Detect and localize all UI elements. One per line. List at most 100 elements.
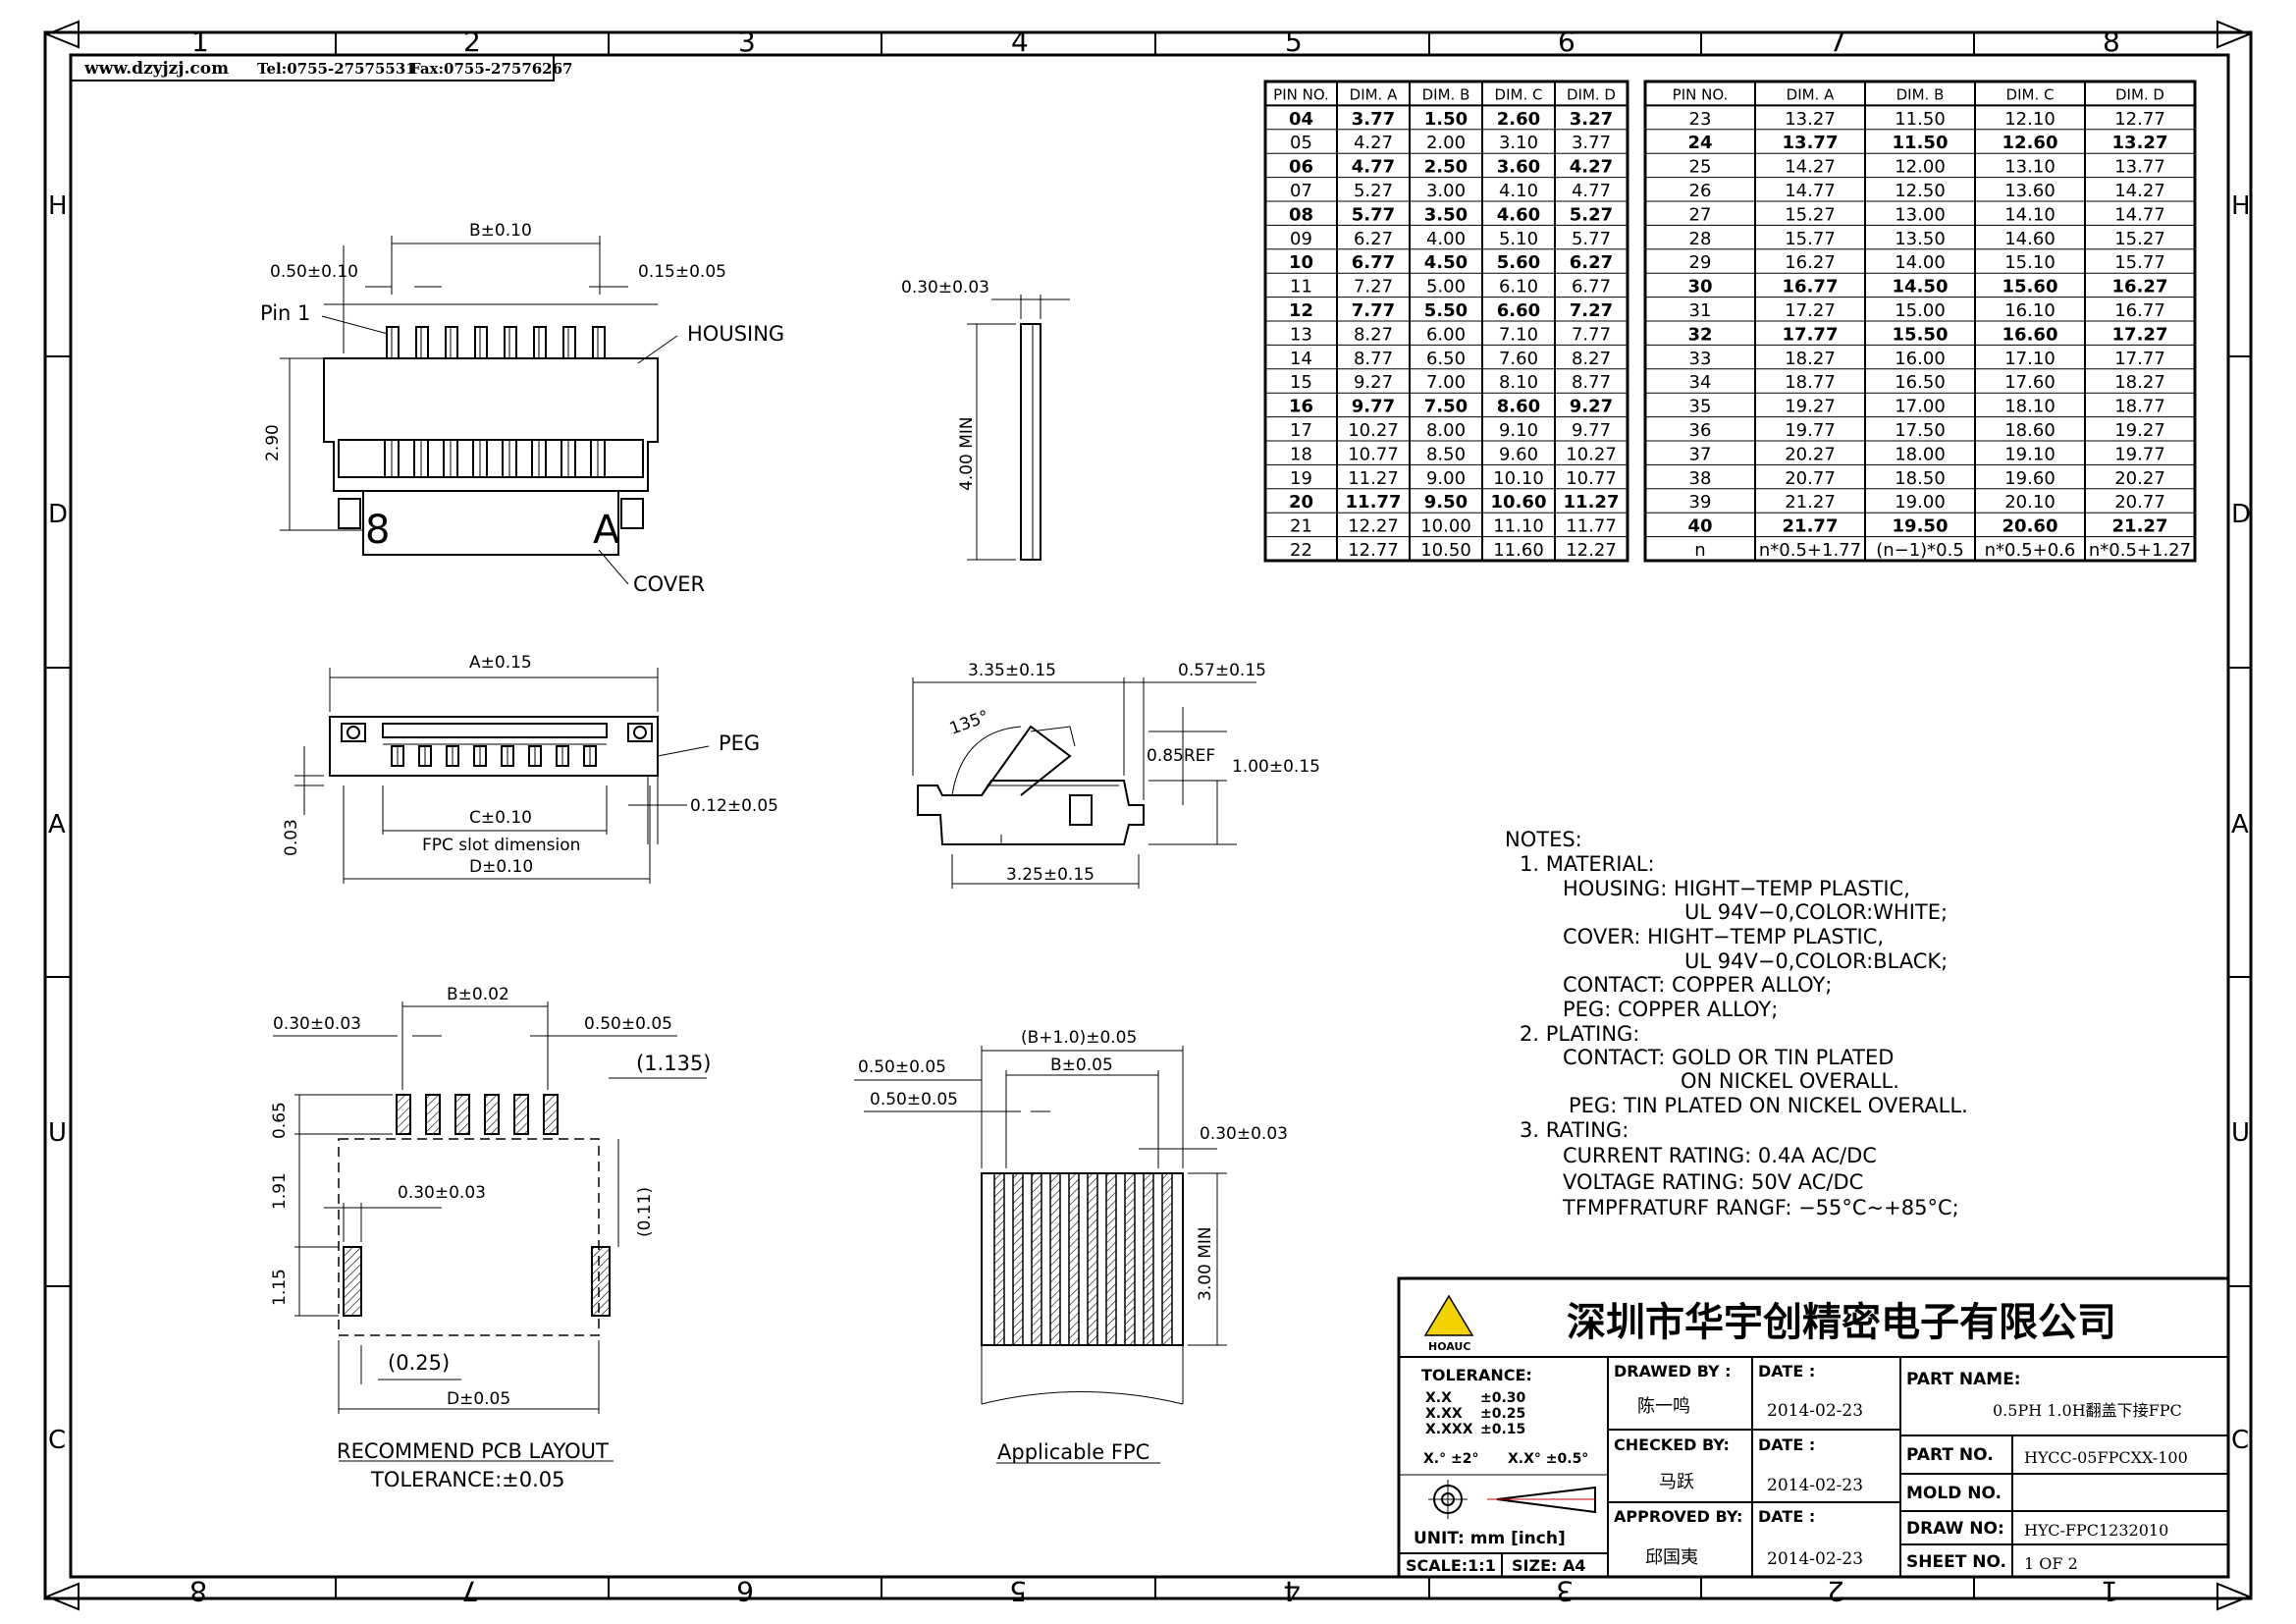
table-cell: 19.27 <box>2114 420 2165 441</box>
fpc-b1: (B+1.0)±0.05 <box>1021 1028 1137 1048</box>
pcb-pad <box>425 1094 441 1135</box>
side-thin-view <box>967 295 1070 561</box>
note-line: CURRENT RATING: 0.4A AC/DC <box>1563 1144 1877 1167</box>
table-cell: 07 <box>1290 181 1312 201</box>
pcb-pad <box>396 1094 411 1135</box>
table-cell: 16.77 <box>2114 300 2165 321</box>
fpc-conductor <box>1087 1172 1098 1346</box>
table-cell: 12.60 <box>2002 133 2058 153</box>
section-ref: 0.85REF <box>1147 746 1215 766</box>
drawn-by: 陈一鸣 <box>1637 1396 1690 1417</box>
table-cell: 20 <box>1289 492 1313 513</box>
table-cell: 14.00 <box>1895 252 1946 273</box>
table-cell: 3.50 <box>1424 204 1468 225</box>
border-row-letter: D <box>2231 500 2251 529</box>
table-cell: 5.27 <box>1570 204 1613 225</box>
table-cell: 15.10 <box>2004 252 2056 273</box>
table-cell: 33 <box>1689 349 1712 369</box>
contact-pin <box>445 326 458 359</box>
pin-1-label: Pin 1 <box>260 301 310 325</box>
table-cell: 40 <box>1687 516 1712 537</box>
table-cell: 8.77 <box>1354 349 1393 369</box>
table-cell: 4.27 <box>1570 157 1613 178</box>
table-cell: 9.00 <box>1426 468 1466 489</box>
note-line: 3. RATING: <box>1520 1118 1629 1142</box>
note-line: PEG: COPPER ALLOY; <box>1563 998 1778 1021</box>
table-cell: 7.27 <box>1354 277 1393 298</box>
table-cell: 21.27 <box>1785 492 1836 513</box>
table-cell: 18.10 <box>2004 397 2056 417</box>
table-cell: 10.77 <box>1348 444 1399 464</box>
table-header: DIM. A <box>1350 85 1398 103</box>
pcb-025: (0.25) <box>388 1351 450 1375</box>
note-line: NOTES: <box>1505 828 1582 851</box>
table-cell: 11.77 <box>1346 492 1402 513</box>
table-cell: 5.77 <box>1352 204 1395 225</box>
border-column-number: 8 <box>189 1575 207 1607</box>
table-cell: 25 <box>1689 157 1712 178</box>
table-cell: 10.27 <box>1566 444 1617 464</box>
table-cell: 6.27 <box>1354 229 1393 249</box>
table-cell: 7.50 <box>1424 397 1468 417</box>
tol-key: X.X <box>1425 1390 1452 1406</box>
table-cell: 6.60 <box>1497 300 1540 321</box>
table-header: DIM. D <box>2115 85 2164 103</box>
fpc-p1: 0.50±0.05 <box>858 1057 946 1077</box>
table-cell: 7.77 <box>1572 324 1611 345</box>
table-cell: 13 <box>1290 324 1312 345</box>
date-label: DATE : <box>1758 1435 1815 1454</box>
note-line: ON NICKEL OVERALL. <box>1681 1069 1899 1093</box>
table-cell: 11.50 <box>1895 109 1946 130</box>
table-cell: 18.27 <box>2114 372 2165 393</box>
border-column-number: 2 <box>463 26 481 58</box>
top-view <box>280 236 678 585</box>
table-cell: 20.27 <box>2114 468 2165 489</box>
scale-label: SCALE:1:1 <box>1406 1556 1496 1575</box>
border-column-number: 7 <box>1829 26 1846 58</box>
table-cell: 39 <box>1689 492 1712 513</box>
table-cell: 7.27 <box>1570 300 1613 321</box>
table-cell: 12.27 <box>1348 516 1399 537</box>
side-min-len: 4.00 MIN <box>957 416 977 491</box>
note-line: TFMPFRATURF RANGF: −55°C~+85°C; <box>1562 1196 1959 1219</box>
pcb-pad <box>513 1094 529 1135</box>
table-cell: 8.00 <box>1426 420 1466 441</box>
table-cell: 13.77 <box>1783 133 1839 153</box>
table-cell: 18.77 <box>1785 372 1836 393</box>
table-cell: 11.77 <box>1566 516 1617 537</box>
table-cell: 4.77 <box>1572 181 1611 201</box>
applicable-fpc-view <box>854 1046 1227 1464</box>
part-name: 0.5PH 1.0H翻盖下接FPC <box>1993 1401 2182 1420</box>
table-cell: 10 <box>1289 252 1313 273</box>
table-cell: 36 <box>1689 420 1712 441</box>
table-cell: n*0.5+0.6 <box>1985 540 2076 561</box>
table-cell: 13.50 <box>1895 229 1946 249</box>
table-cell: 4.10 <box>1499 181 1538 201</box>
table-cell: 5.00 <box>1426 277 1466 298</box>
table-cell: 11 <box>1290 277 1312 298</box>
table-cell: 18.77 <box>2114 397 2165 417</box>
note-line: CONTACT: COPPER ALLOY; <box>1563 973 1832 997</box>
table-cell: 13.00 <box>1895 204 1946 225</box>
contact-pin <box>386 326 400 359</box>
table-cell: 4.77 <box>1352 157 1395 178</box>
table-cell: 20.60 <box>2002 516 2058 537</box>
top-pin-width: 0.15±0.05 <box>638 262 726 282</box>
fax-text: Fax:0755-27576267 <box>410 60 573 78</box>
corner-mark <box>44 20 80 49</box>
peg-width: 0.12±0.05 <box>690 796 778 816</box>
border-row-letter: A <box>2231 810 2249 839</box>
table-cell: 14 <box>1290 349 1312 369</box>
border-row-letter: U <box>2231 1118 2250 1148</box>
table-header: PIN NO. <box>1673 85 1729 103</box>
table-cell: 34 <box>1689 372 1712 393</box>
border-column-number: 6 <box>736 1575 754 1607</box>
table-cell: 20.77 <box>2114 492 2165 513</box>
fpc-slot-label: FPC slot dimension <box>422 836 580 855</box>
table-cell: 17.10 <box>2004 349 2056 369</box>
border-column-number: 3 <box>1556 1575 1574 1607</box>
notes-block: NOTES: 1. MATERIAL: HOUSING: HIGHT−TEMP … <box>1505 828 1968 1219</box>
drawn-by-label: DRAWED BY : <box>1614 1362 1732 1380</box>
table-cell: 6.00 <box>1426 324 1466 345</box>
table-cell: 15.00 <box>1895 300 1946 321</box>
